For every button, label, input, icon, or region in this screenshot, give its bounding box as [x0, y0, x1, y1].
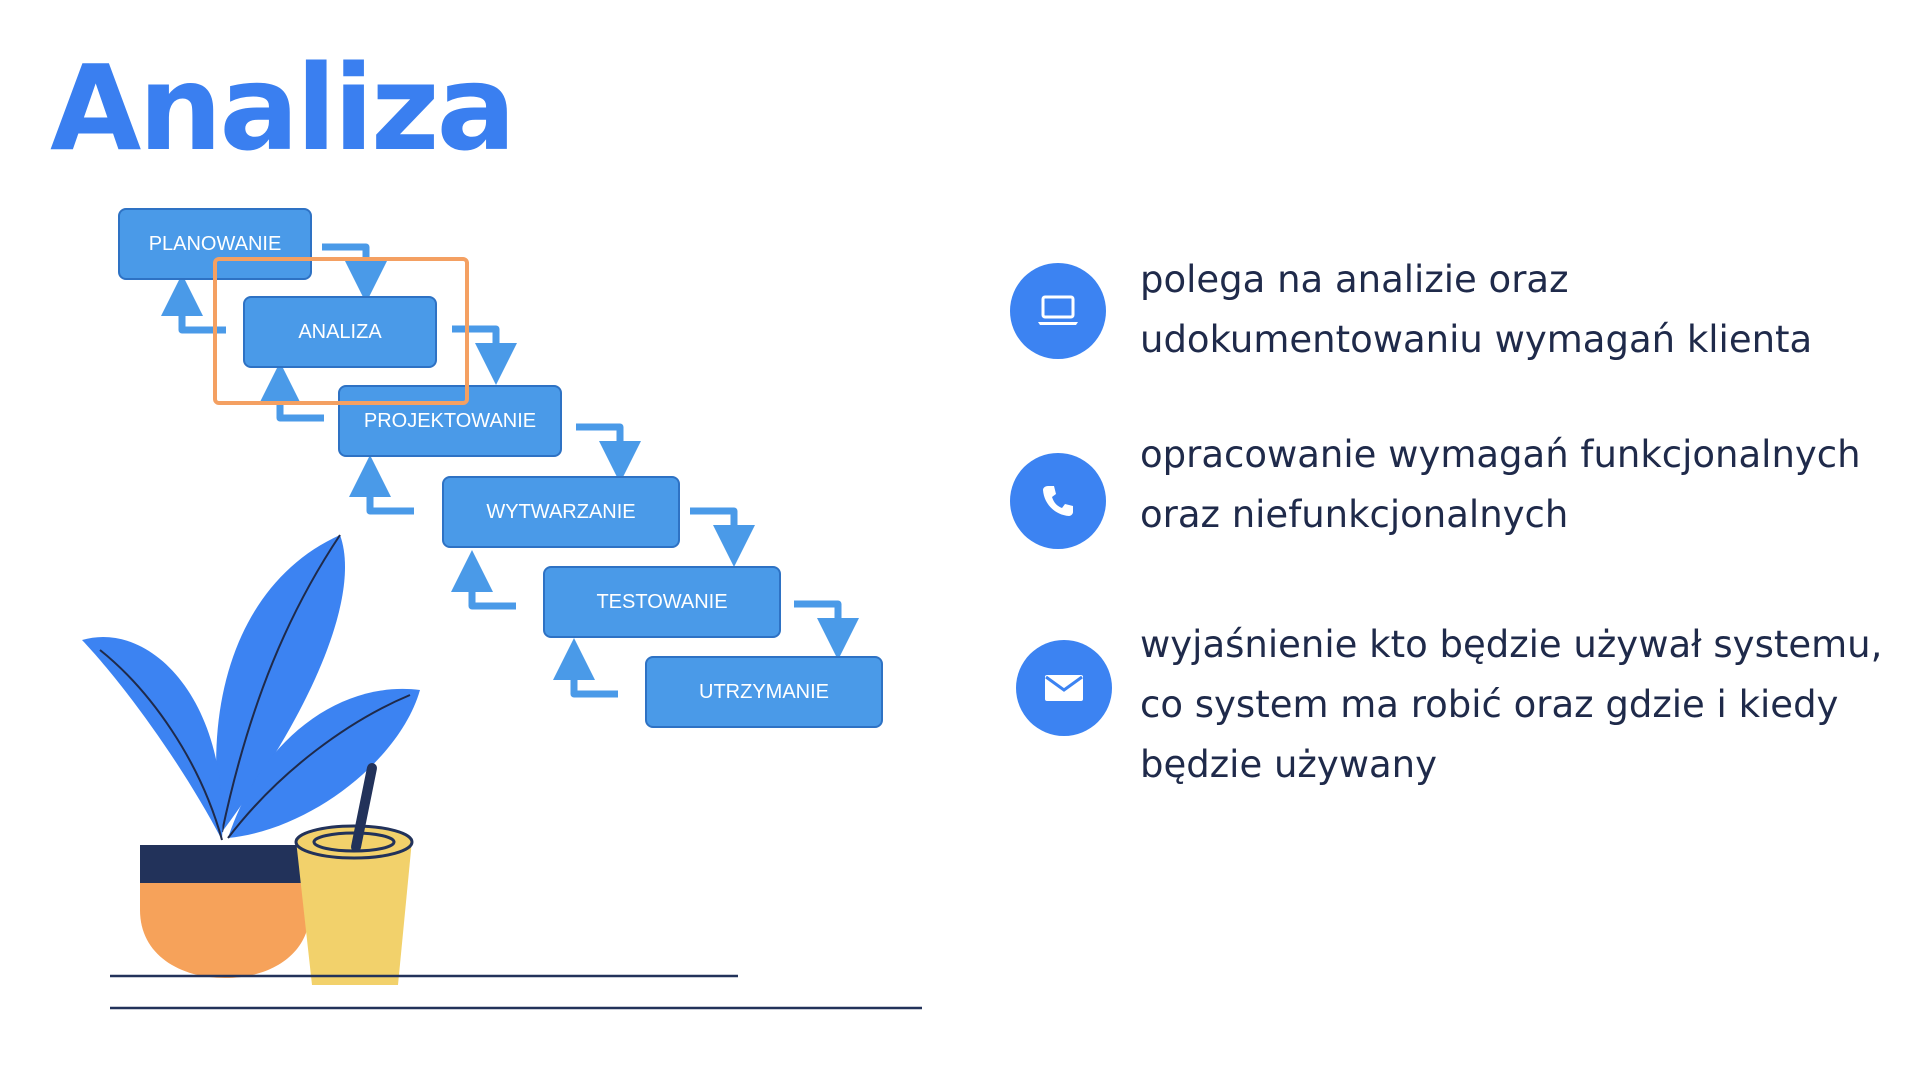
pot-rim — [140, 845, 310, 883]
arrow-down-4 — [690, 507, 755, 567]
current-step-highlight — [213, 257, 469, 405]
cup-body — [296, 840, 412, 985]
point-text: wyjaśnienie kto będzie używał systemu, c… — [1140, 623, 1883, 786]
step-planowanie: PLANOWANIE — [118, 208, 312, 280]
arrow-up-5 — [553, 638, 618, 698]
step-analiza: ANALIZA — [243, 296, 437, 368]
arrow-up-1 — [161, 274, 226, 334]
arrow-up-4 — [451, 550, 516, 610]
arrow-down-1 — [322, 243, 387, 303]
leaf-top — [216, 535, 346, 832]
point-text: polega na analizie oraz udokumentowaniu … — [1140, 258, 1813, 361]
arrow-up-3 — [349, 455, 414, 515]
arrow-down-5 — [794, 600, 859, 660]
plant-illustration — [82, 534, 922, 1010]
waterfall-diagram — [82, 243, 922, 1010]
page-title: Analiza — [50, 39, 516, 177]
step-wytwarzanie: WYTWARZANIE — [442, 476, 680, 548]
step-testowanie: TESTOWANIE — [543, 566, 781, 638]
leaf-right — [228, 688, 420, 838]
arrow-down-3 — [576, 423, 641, 483]
step-utrzymanie: UTRZYMANIE — [645, 656, 883, 728]
mail-icon — [1016, 640, 1112, 736]
arrow-up-2 — [259, 362, 324, 422]
step-projektowanie: PROJEKTOWANIE — [338, 385, 562, 457]
leaf-left — [82, 636, 223, 840]
pot-body — [140, 883, 310, 978]
point-text: opracowanie wymagań funkcjonalnych oraz … — [1140, 433, 1861, 536]
phone-icon — [1010, 453, 1106, 549]
cup-straw — [351, 763, 377, 852]
laptop-icon — [1010, 263, 1106, 359]
